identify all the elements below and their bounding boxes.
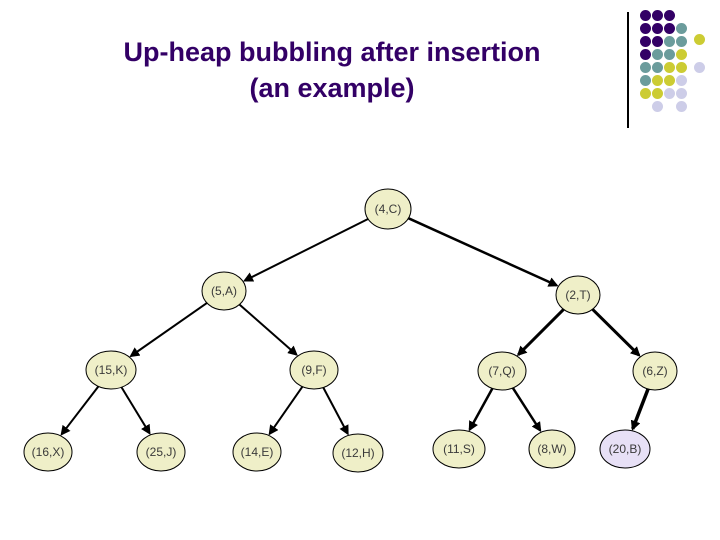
tree-node-12H: (12,H) [332,433,384,473]
tree-node-15K: (15,K) [85,350,137,390]
decoration-dot [663,48,675,60]
tree-node-6Z: (6,Z) [632,351,678,391]
decoration-dot [675,35,687,47]
decoration-dot [693,61,705,73]
decoration-dot-pattern [0,0,720,140]
decoration-dot [663,61,675,73]
tree-node-circle [364,188,412,230]
tree-edge-2T-6Z [590,307,641,357]
decoration-dot [639,74,651,86]
tree-node-4C: (4,C) [364,188,412,230]
decoration-dot [675,100,687,112]
tree-node-11S: (11,S) [432,429,486,469]
decoration-dot [693,33,705,45]
tree-node-circle [477,351,527,391]
decoration-dot [675,61,687,73]
tree-node-7Q: (7,Q) [477,351,527,391]
tree-node-circle [23,432,73,472]
decoration-dot [651,48,663,60]
tree-node-circle [555,275,601,315]
decoration-dot [639,61,651,73]
tree-node-9F: (9,F) [289,350,339,390]
tree-node-16X: (16,X) [23,432,73,472]
tree-edge-5A-15K [129,301,209,358]
tree-node-label: (12,H) [341,446,374,460]
slide-title: Up-heap bubbling after insertion (an exa… [4,34,660,106]
decoration-dot [651,9,663,21]
tree-node-14E: (14,E) [232,432,282,472]
tree-node-2T: (2,T) [555,275,601,315]
tree-node-label: (20,B) [609,442,642,456]
decoration-dot [663,87,675,99]
tree-node-20B: (20,B) [599,429,651,469]
tree-node-label: (15,K) [95,363,128,377]
decoration-dot [675,87,687,99]
decoration-divider-line [627,12,629,128]
tree-edge-9F-12H [321,386,349,436]
tree-node-label: (25,J) [146,445,177,459]
decoration-dot [675,22,687,34]
tree-node-label: (4,C) [375,202,402,216]
decoration-dot [651,87,663,99]
tree-node-label: (14,E) [241,445,274,459]
tree-edge-6Z-20B [630,387,651,431]
tree-edge-7Q-11S [468,386,494,432]
tree-edge-9F-14E [268,385,304,436]
tree-node-label: (5,A) [211,284,237,298]
tree-node-8W: (8,W) [528,429,576,469]
decoration-dot [639,87,651,99]
decoration-dot [663,22,675,34]
tree-edge-7Q-8W [511,386,542,433]
decoration-dot [651,35,663,47]
tree-node-label: (16,X) [32,445,65,459]
tree-node-5A: (5,A) [201,271,247,311]
tree-node-label: (6,Z) [642,364,667,378]
tree-edge-5A-9F [238,303,298,356]
tree-edge-15K-25J [120,385,151,435]
decoration-dot [651,22,663,34]
tree-node-label: (11,S) [443,442,475,456]
tree-node-circle [85,350,137,390]
tree-node-circle [289,350,339,390]
title-line-1: Up-heap bubbling after insertion [123,37,541,67]
tree-node-circle [599,429,651,469]
tree-edge-4C-5A [243,217,370,282]
decoration-dot [651,100,663,112]
decoration-dot [639,35,651,47]
tree-node-label: (9,F) [301,363,326,377]
tree-node-circle [232,432,282,472]
tree-node-circle [332,433,384,473]
tree-node-circle [136,432,186,472]
tree-node-circle [528,429,576,469]
decoration-dot [663,9,675,21]
decoration-dot [651,61,663,73]
tree-edge-2T-7Q [516,307,566,357]
tree-node-25J: (25,J) [136,432,186,472]
tree-node-circle [432,429,486,469]
decoration-dot [639,22,651,34]
tree-node-circle [201,271,247,311]
tree-node-label: (2,T) [565,288,590,302]
tree-node-label: (8,W) [537,442,566,456]
decoration-dot [663,35,675,47]
tree-node-circle [632,351,678,391]
tree-edge-4C-2T [406,216,559,287]
decoration-dot [639,48,651,60]
decoration-dot [663,74,675,86]
decoration-dot [675,74,687,86]
decoration-dot [639,9,651,21]
title-line-2: (an example) [249,73,415,103]
decoration-dot [651,74,663,86]
tree-edge-15K-16X [60,384,100,436]
decoration-dot [675,48,687,60]
tree-node-label: (7,Q) [488,364,515,378]
